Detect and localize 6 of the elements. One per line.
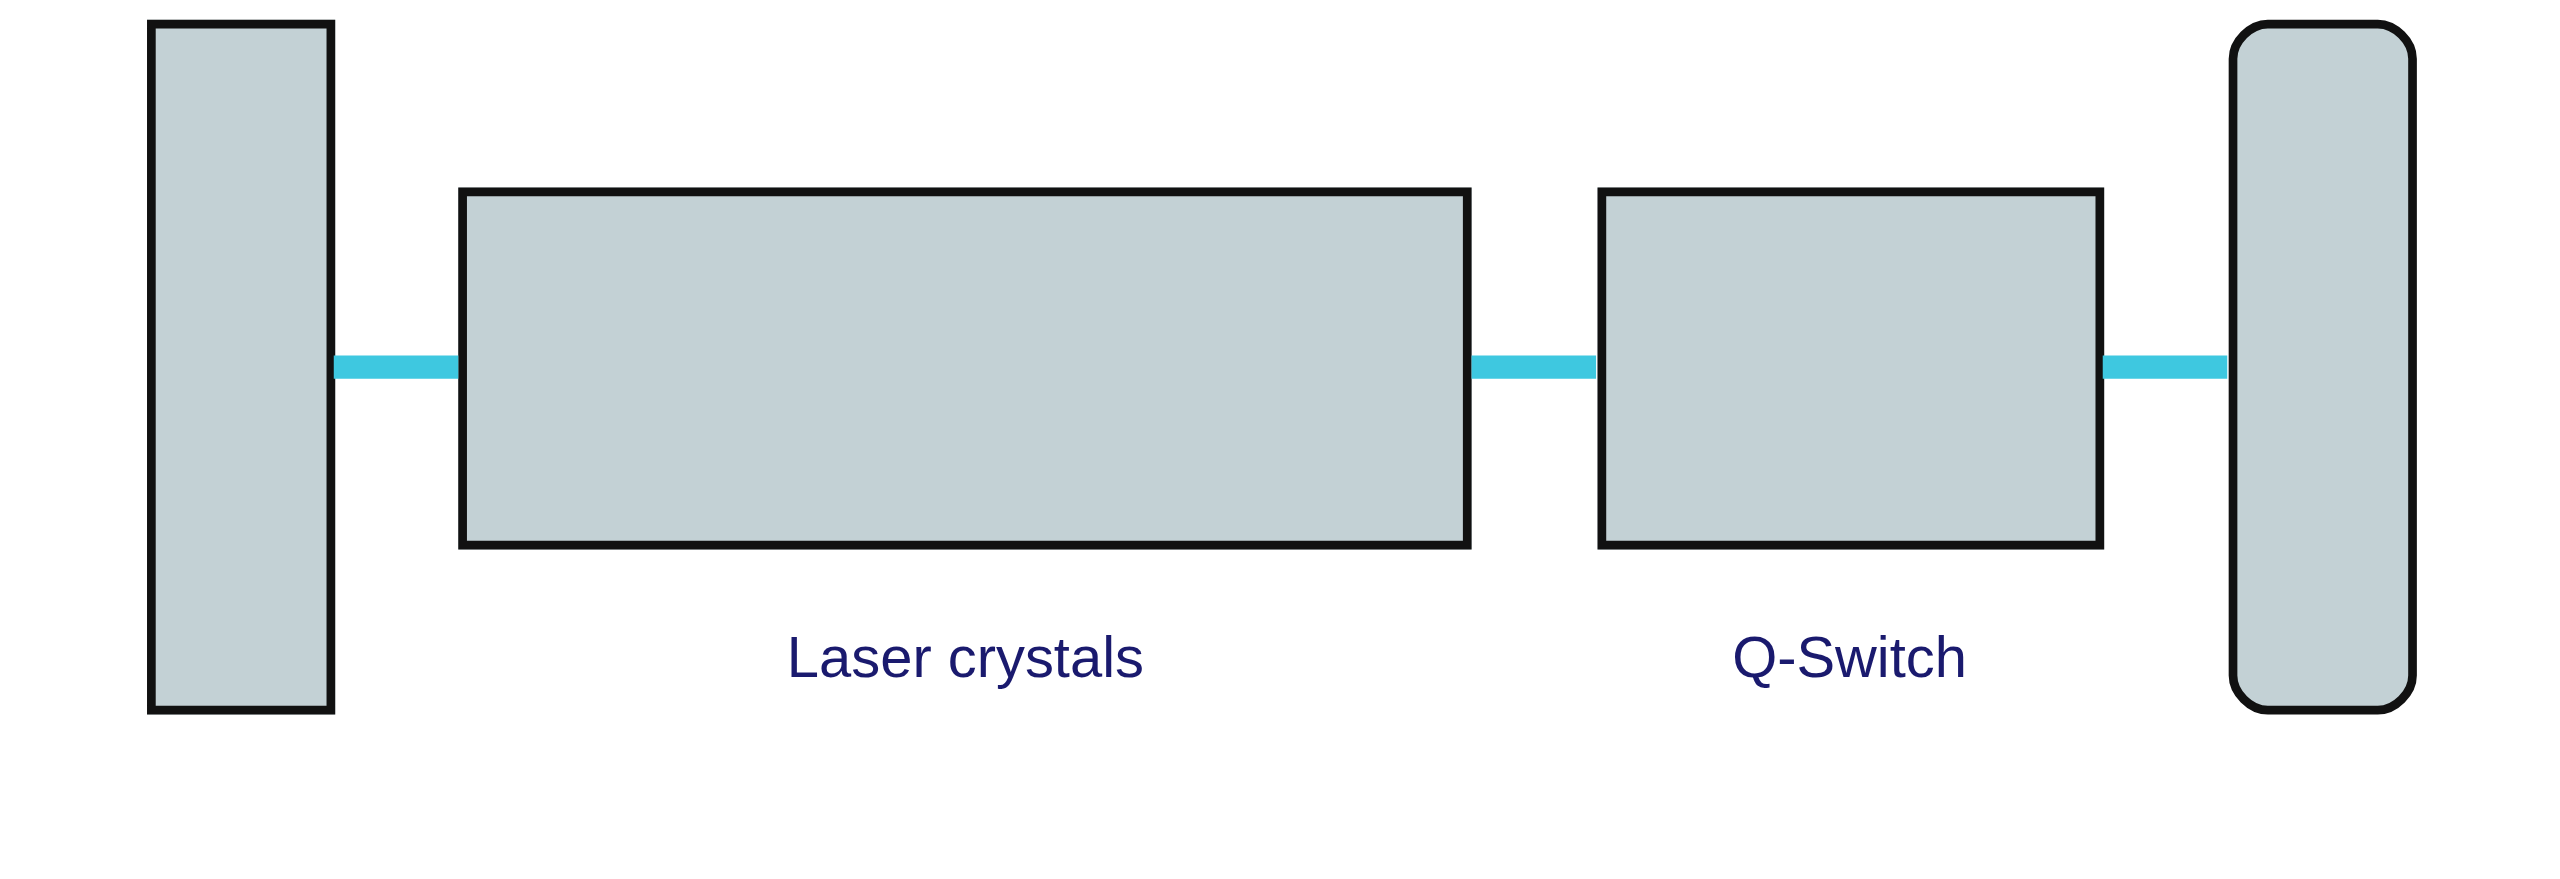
node-label: Laser crystals — [786, 624, 1144, 689]
node-label: Q-Switch — [1731, 624, 1967, 689]
connector — [1471, 355, 1596, 379]
node-mirror — [2228, 19, 2417, 715]
connector — [2102, 355, 2227, 379]
connector — [333, 355, 458, 379]
